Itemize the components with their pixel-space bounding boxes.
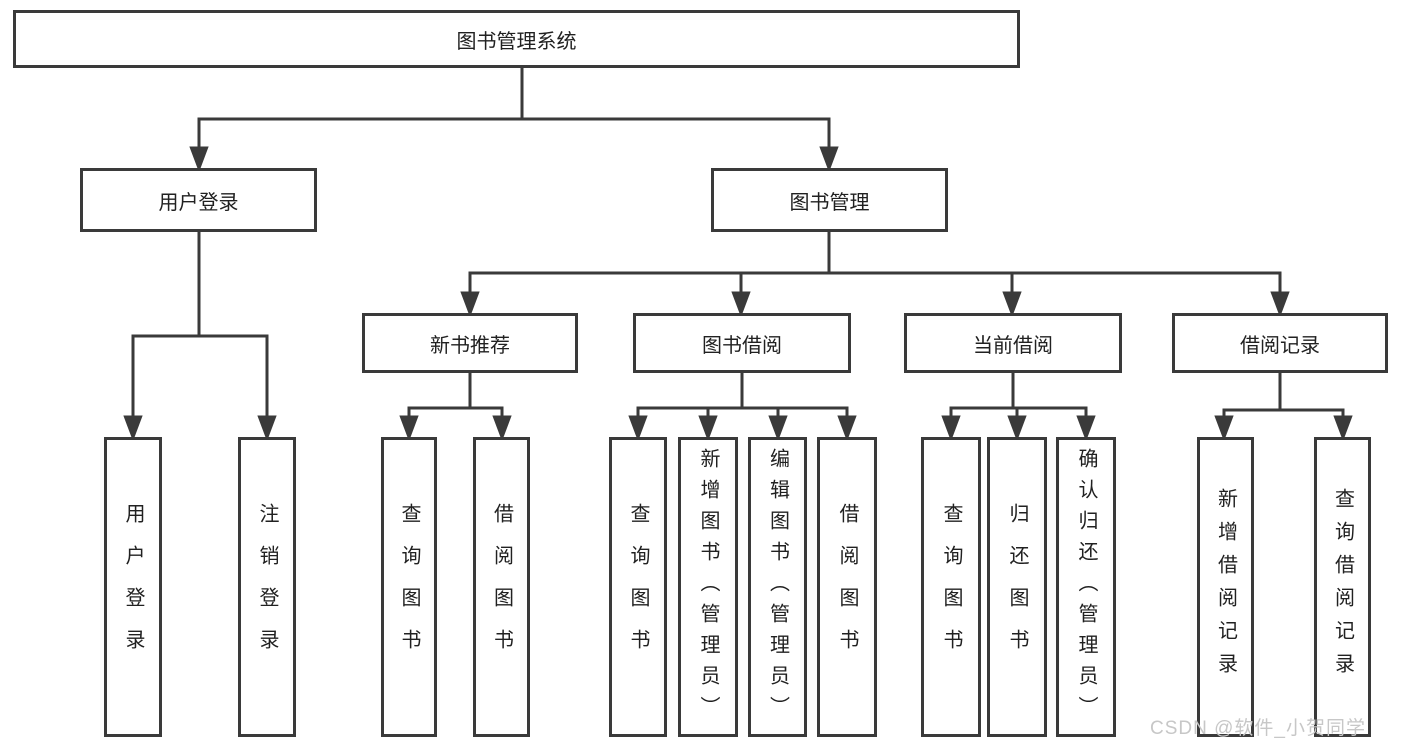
leaf-query-borrow-record: 查询借阅记录 xyxy=(1314,437,1371,737)
node-borrow-records-label: 借阅记录 xyxy=(1240,334,1320,357)
node-book-management-label: 图书管理 xyxy=(789,191,870,214)
leaf-add-books-admin: 新增图书（管理员） xyxy=(678,437,738,737)
connector-new-book-recommend-fork xyxy=(400,371,511,439)
leaf-query-borrow-record-label: 查询借阅记录 xyxy=(1331,488,1354,686)
node-new-book-recommend-label: 新书推荐 xyxy=(430,334,510,357)
leaf-edit-books-admin: 编辑图书（管理员） xyxy=(748,437,807,737)
leaf-edit-books-admin-label: 编辑图书（管理员） xyxy=(766,447,789,727)
leaf-logout: 注销登录 xyxy=(238,437,296,737)
leaf-query-books-current-label: 查询图书 xyxy=(940,503,962,671)
csdn-watermark: CSDN @软件_小贺同学 xyxy=(1150,718,1366,739)
leaf-query-books-borrow-label: 查询图书 xyxy=(627,503,649,671)
leaf-query-books-current: 查询图书 xyxy=(921,437,981,737)
node-new-book-recommend: 新书推荐 xyxy=(362,313,578,373)
connector-user-login-fork xyxy=(124,230,276,439)
node-book-borrow-label: 图书借阅 xyxy=(702,334,782,357)
leaf-return-books-label: 归还图书 xyxy=(1006,503,1028,671)
leaf-confirm-return-admin: 确认归还（管理员） xyxy=(1056,437,1116,737)
node-user-login: 用户登录 xyxy=(80,168,317,232)
leaf-add-borrow-record-label: 新增借阅记录 xyxy=(1214,488,1237,686)
leaf-confirm-return-admin-label: 确认归还（管理员） xyxy=(1075,447,1097,727)
node-book-borrow: 图书借阅 xyxy=(633,313,851,373)
leaf-query-books-borrow: 查询图书 xyxy=(609,437,667,737)
connector-root-fork xyxy=(190,66,838,170)
connector-book-borrow-fork xyxy=(629,371,856,439)
leaf-borrow-books-borrow-label: 借阅图书 xyxy=(836,503,858,671)
leaf-borrow-books-recommend-label: 借阅图书 xyxy=(490,503,513,671)
connector-borrow-records-fork xyxy=(1215,371,1352,439)
leaf-borrow-books-borrow: 借阅图书 xyxy=(817,437,877,737)
leaf-add-borrow-record: 新增借阅记录 xyxy=(1197,437,1254,737)
leaf-return-books: 归还图书 xyxy=(987,437,1047,737)
leaf-user-login: 用户登录 xyxy=(104,437,162,737)
node-book-management-system: 图书管理系统 xyxy=(13,10,1020,68)
node-user-login-label: 用户登录 xyxy=(158,191,239,214)
connector-book-management-fork xyxy=(461,230,1289,315)
leaf-add-books-admin-label: 新增图书（管理员） xyxy=(697,447,719,727)
leaf-user-login-label: 用户登录 xyxy=(122,503,144,671)
connector-current-borrow-fork xyxy=(942,371,1095,439)
node-borrow-records: 借阅记录 xyxy=(1172,313,1388,373)
node-current-borrow-label: 当前借阅 xyxy=(973,334,1053,357)
node-book-management-system-label: 图书管理系统 xyxy=(456,30,577,53)
leaf-borrow-books-recommend: 借阅图书 xyxy=(473,437,530,737)
leaf-logout-label: 注销登录 xyxy=(256,503,278,671)
leaf-query-books-recommend: 查询图书 xyxy=(381,437,437,737)
node-current-borrow: 当前借阅 xyxy=(904,313,1122,373)
node-book-management: 图书管理 xyxy=(711,168,948,232)
leaf-query-books-recommend-label: 查询图书 xyxy=(398,503,420,671)
